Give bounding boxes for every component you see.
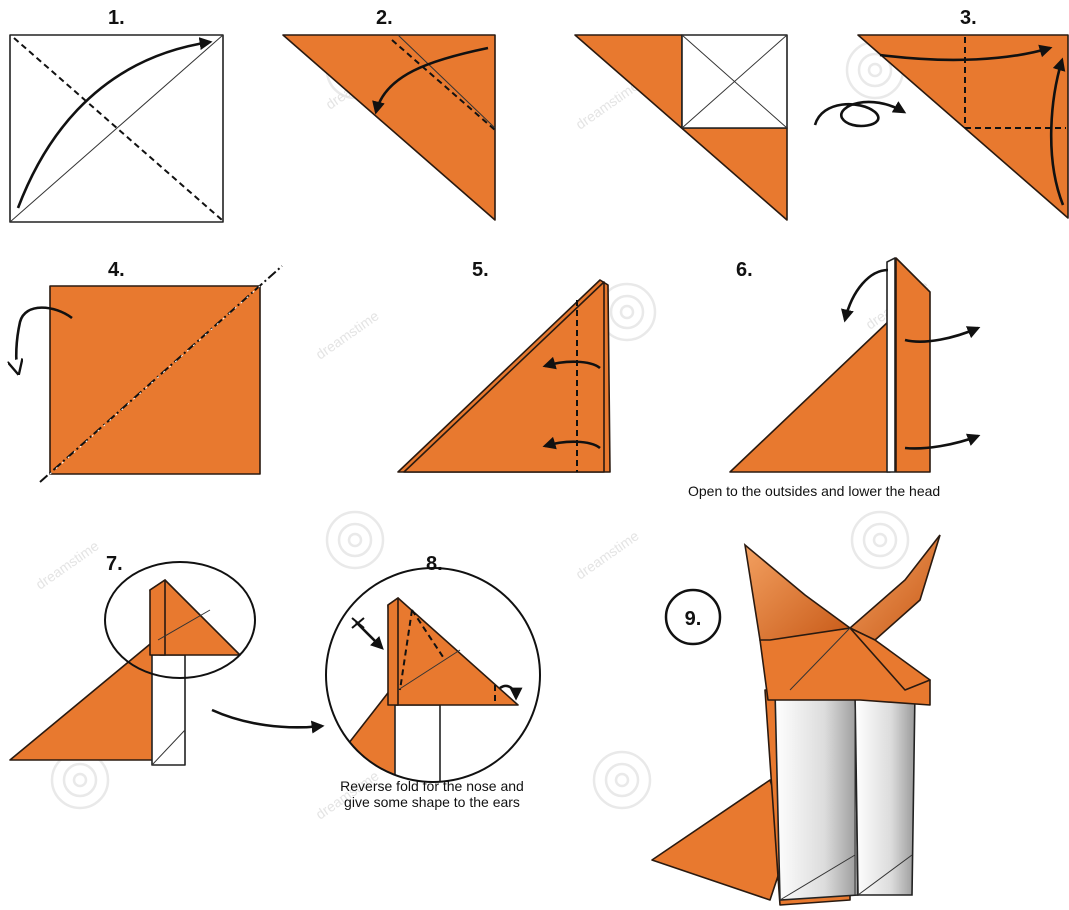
step-number: 1. (108, 7, 125, 29)
crease-line (397, 34, 496, 129)
fold-arrow-icon (879, 44, 1053, 62)
paper-head (387, 597, 519, 706)
turn-over-icon (813, 100, 907, 128)
push-arrow-icon (355, 621, 384, 650)
step-number: 3. (960, 7, 977, 29)
fold-arrow-icon (499, 684, 523, 701)
paper-flap (895, 257, 931, 473)
watermark-text: dreamstime (313, 307, 382, 362)
next-step-arrow-icon (211, 708, 325, 734)
fold-line-dashed (13, 37, 223, 221)
step-number: 6. (736, 259, 753, 281)
step-number: 5. (472, 259, 489, 281)
crease-line (9, 34, 224, 223)
fox-snout (849, 627, 931, 691)
step-2-result (574, 34, 907, 221)
fox-back-leg (854, 689, 916, 896)
paper-triangle (729, 319, 891, 473)
step-7: 7. (9, 553, 325, 766)
fold-behind-arrow-icon (16, 306, 73, 372)
watermark-swirl-icon (850, 510, 910, 570)
fox-tail (651, 779, 791, 901)
watermark-text: dreamstime (573, 77, 642, 132)
paper-edge (886, 257, 896, 473)
paper-body (326, 679, 399, 781)
step-number: 2. (376, 7, 393, 29)
step-6-caption: Open to the outsides and lower the head (688, 483, 940, 499)
watermark-text: dreamstime (33, 537, 102, 592)
fox-front-leg (774, 689, 859, 901)
fold-arrow-icon (372, 46, 489, 115)
step-8-caption-line-2: give some shape to the ears (344, 794, 520, 810)
fold-arrow-icon (542, 436, 601, 450)
zoom-circle (325, 567, 541, 783)
fold-arrow-icon (542, 356, 601, 370)
paper-ear (149, 579, 166, 656)
open-arrow-icon (904, 433, 981, 450)
step-8-caption-line-1: Reverse fold for the nose and (340, 778, 524, 794)
open-arrow-icon (841, 268, 889, 323)
step-2: 2. (282, 7, 496, 221)
step-number: 7. (106, 553, 123, 575)
fold-arrow-icon (1049, 57, 1066, 206)
fold-line-dashed (399, 609, 413, 691)
step-5: 5. (397, 259, 611, 473)
step-number: 9. (685, 608, 702, 630)
paper-triangle (403, 281, 605, 473)
fox-right-ear (848, 534, 941, 641)
paper-triangle (282, 34, 496, 221)
watermark-text: dreamstime (573, 527, 642, 582)
step-1: 1. (9, 7, 224, 223)
step-number: 8. (426, 553, 443, 575)
step-4: 4. (16, 259, 283, 483)
step-9-badge (664, 588, 722, 646)
paper-body (9, 639, 156, 761)
watermark-swirl-icon (325, 510, 385, 570)
open-arrow-icon (904, 326, 981, 343)
zoom-circle (104, 561, 256, 679)
step-8: 8. Reverse fold for the nose and give so… (325, 553, 541, 810)
paper-triangle (857, 34, 1069, 219)
paper-leg (151, 654, 186, 766)
step-number: 4. (108, 259, 125, 281)
step-3: 3. (857, 7, 1069, 219)
cross-mark-icon (351, 617, 365, 629)
paper-ear (387, 597, 399, 706)
fold-arrow-icon (16, 37, 213, 209)
watermark-swirl-icon (592, 750, 652, 810)
step-6: 6. Open to the outsides and lower the he… (688, 257, 981, 499)
fold-line-dashed (391, 39, 496, 131)
step-9: 9. (651, 534, 941, 906)
fox-left-ear (743, 543, 853, 641)
